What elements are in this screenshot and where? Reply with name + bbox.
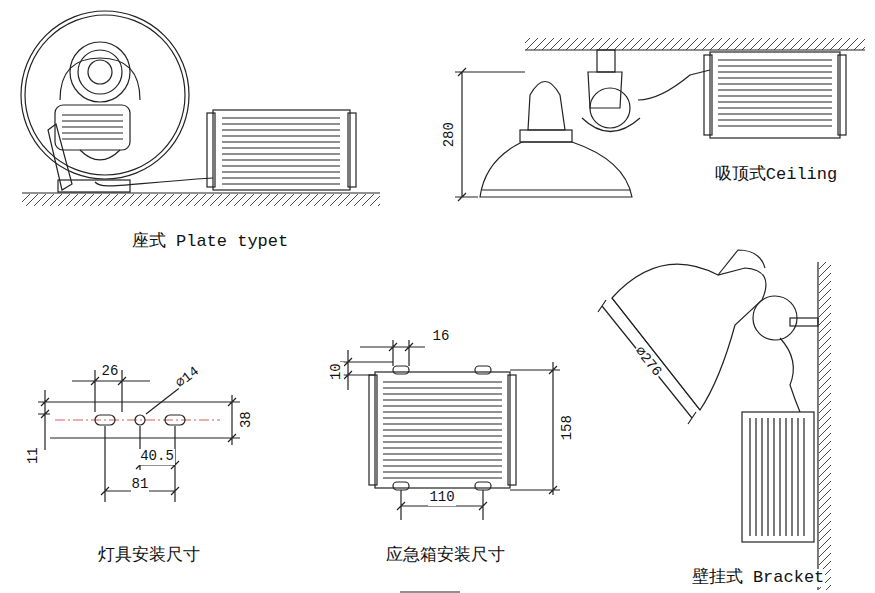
dimension-label: 11 [25, 447, 40, 466]
dimension-label: 81 [131, 477, 150, 492]
dimension-label: ⌀14 [173, 364, 204, 393]
dimension-label: 38 [238, 411, 253, 430]
dimension-label: 16 [432, 329, 451, 344]
dimension-label: 280 [442, 121, 457, 148]
view-caption: 灯具安装尺寸 [97, 547, 201, 566]
dimension-label: 158 [560, 414, 575, 441]
dimension-label: 40.5 [139, 449, 175, 464]
dimension-label: 110 [428, 490, 455, 505]
dimension-label: 10 [328, 363, 343, 382]
view-caption: 壁挂式 Bracket [691, 569, 826, 588]
dimension-label: 26 [101, 364, 120, 379]
view-caption: 应急箱安装尺寸 [385, 547, 506, 566]
view-caption: 吸顶式Ceiling [714, 166, 838, 185]
view-caption: 座式 Plate typet [131, 233, 289, 252]
dimension-label: ⌀276 [631, 343, 665, 380]
